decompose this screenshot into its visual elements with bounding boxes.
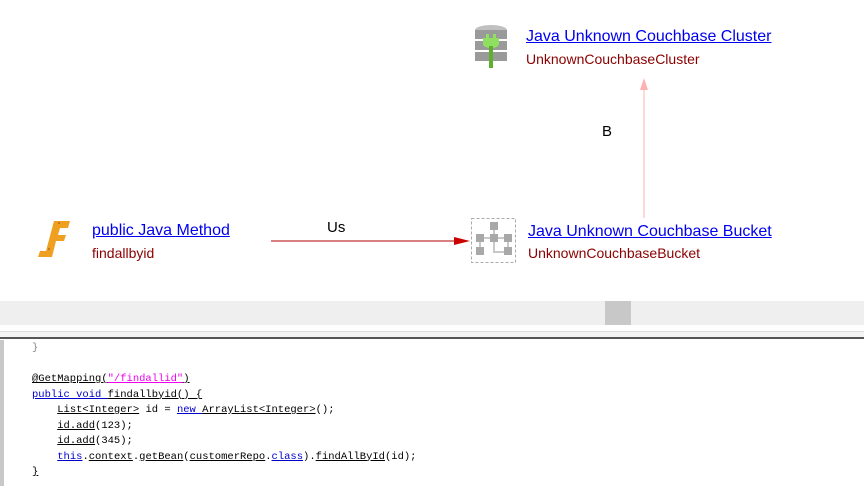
edge-label-belongs: B (602, 123, 613, 140)
code-token: id.add (57, 419, 96, 432)
code-token: . (265, 450, 272, 463)
code-token: } (32, 466, 39, 478)
code-token: (345); (95, 435, 133, 447)
code-token: (); (315, 404, 335, 416)
code-token: this (57, 450, 83, 463)
cluster-node-title[interactable]: Java Unknown Couchbase Cluster (526, 28, 772, 45)
code-token: public void (32, 388, 108, 401)
code-token: findAllById (315, 450, 385, 463)
edge-uses-arrowhead (454, 237, 470, 245)
code-token: ArrayList<Integer> (202, 404, 316, 416)
code-line: } (32, 342, 39, 354)
code-token: getBean (139, 450, 184, 463)
code-token: id.add (57, 435, 96, 447)
code-token: findallbyid() { (107, 388, 203, 401)
code-token: id = (139, 404, 177, 416)
function-icon[interactable] (36, 219, 72, 261)
edge-belongs-arrowhead (640, 78, 648, 90)
code-viewer[interactable]: } @GetMapping("/findallid") public void … (32, 341, 416, 481)
bucket-node-title[interactable]: Java Unknown Couchbase Bucket (528, 223, 772, 240)
code-token: "/findallid" (107, 373, 184, 385)
code-token: new (176, 404, 203, 416)
bucket-node-subtitle: UnknownCouchbaseBucket (528, 245, 700, 261)
diagram-edges (271, 78, 648, 245)
code-token: class (271, 450, 304, 463)
panel-splitter[interactable] (0, 331, 864, 339)
code-token: ( (183, 450, 190, 463)
database-icon[interactable] (474, 24, 508, 70)
code-token: . (132, 450, 140, 463)
code-token: List<Integer> (57, 404, 140, 416)
horizontal-scrollbar[interactable] (0, 301, 864, 325)
code-token: ( (101, 373, 108, 385)
method-node-subtitle: findallbyid (92, 245, 155, 261)
code-token: ) (183, 373, 190, 385)
code-token: context (88, 450, 133, 463)
code-gutter (0, 340, 4, 486)
code-token: (id); (384, 450, 417, 463)
code-token: customerRepo (189, 450, 266, 463)
code-token: . (82, 450, 89, 463)
method-node-title[interactable]: public Java Method (92, 222, 230, 239)
cluster-node-subtitle: UnknownCouchbaseCluster (526, 51, 700, 67)
code-token: (123); (95, 419, 133, 432)
scrollbar-thumb[interactable] (605, 301, 631, 325)
code-token: ). (303, 450, 316, 463)
bucket-icon[interactable] (471, 218, 517, 264)
edge-label-uses: Us (327, 219, 346, 236)
code-token: @GetMapping (32, 373, 102, 385)
